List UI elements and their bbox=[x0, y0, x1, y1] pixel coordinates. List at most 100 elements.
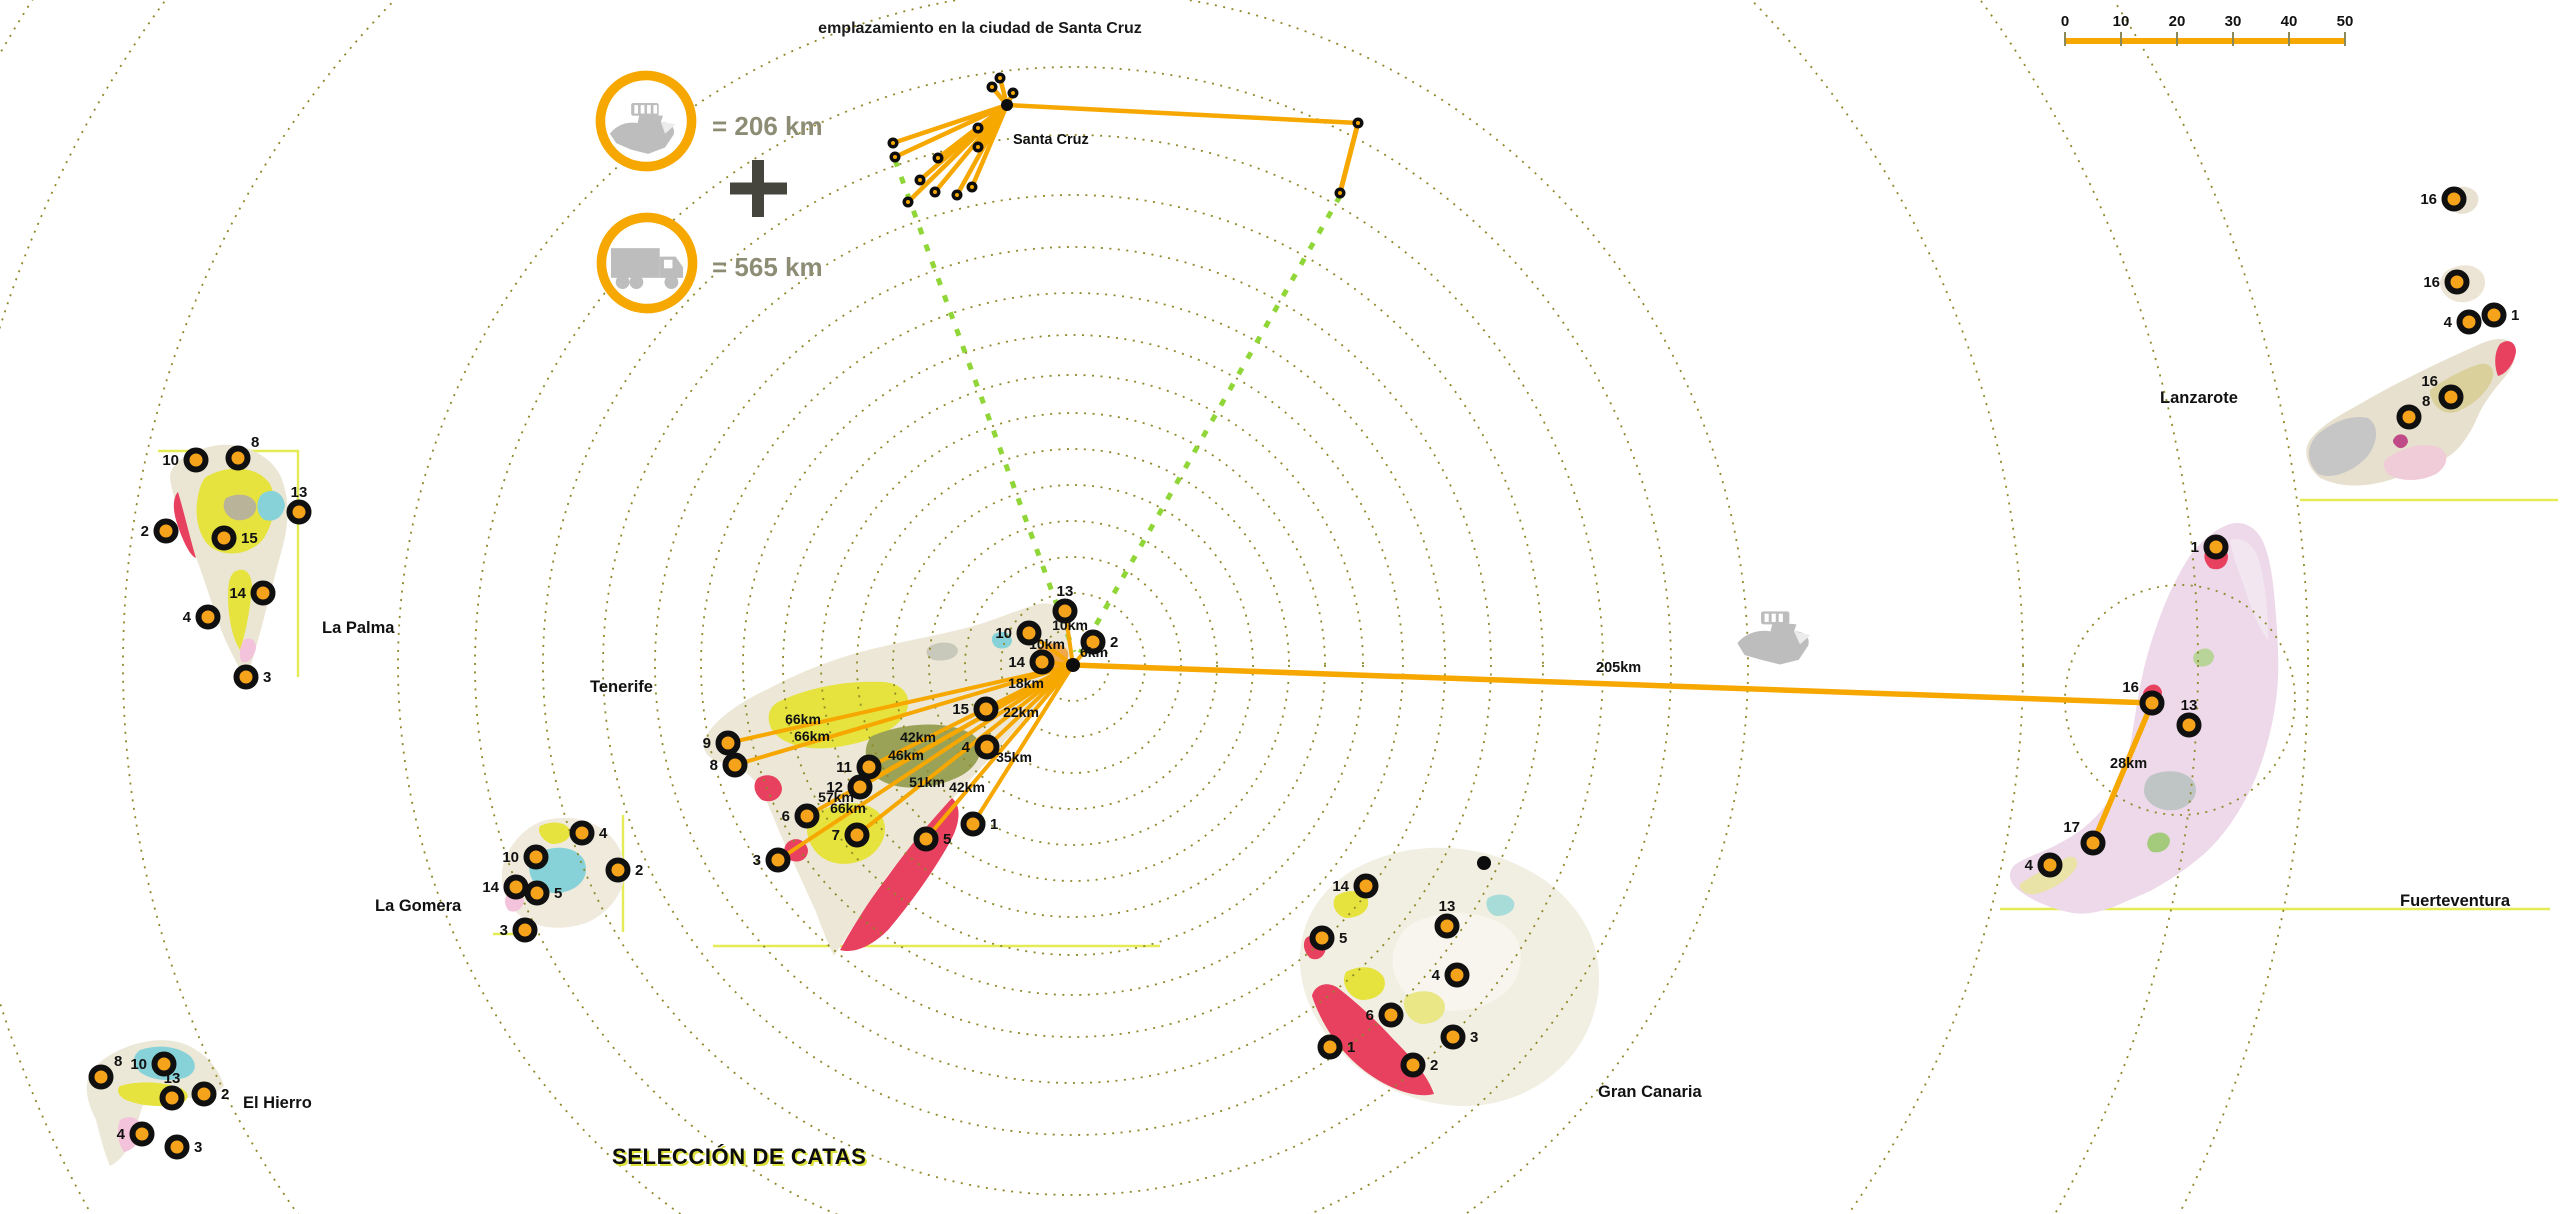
sample-point-lanzarote-16 bbox=[2444, 269, 2470, 295]
distance-ring bbox=[820, 412, 1326, 918]
sample-point-tenerife-14 bbox=[1029, 649, 1055, 675]
city-node-center bbox=[933, 190, 937, 194]
geology-patch bbox=[926, 642, 958, 661]
city-route-line bbox=[892, 102, 1008, 146]
geology-patch bbox=[754, 775, 782, 802]
sample-point-tenerife-8 bbox=[722, 752, 748, 778]
city-node-center bbox=[955, 193, 959, 197]
island-label-la_gomera: La Gomera bbox=[375, 897, 462, 915]
sample-point-tenerife-11 bbox=[856, 754, 882, 780]
sample-point-el_hierro-3 bbox=[164, 1134, 190, 1160]
map-reference-dot bbox=[1477, 856, 1491, 870]
truck-icon bbox=[594, 210, 700, 321]
distance-ring bbox=[856, 448, 1290, 882]
sample-point-gran_canaria-1 bbox=[1317, 1034, 1343, 1060]
distance-label: 46km bbox=[888, 747, 924, 763]
sample-point-number: 1 bbox=[990, 816, 998, 833]
route-spoke bbox=[776, 663, 1075, 862]
city-node-center bbox=[998, 76, 1002, 80]
city-hub-node bbox=[1001, 99, 1013, 111]
sample-point-la_palma-8 bbox=[225, 445, 251, 471]
map-reference-dot bbox=[1066, 658, 1080, 672]
distance-label: 66km bbox=[785, 711, 821, 727]
sample-point-number: 1 bbox=[2511, 307, 2519, 324]
page-title: SELECCIÓN DE CATAS bbox=[612, 1144, 867, 1169]
sample-point-number: 3 bbox=[263, 669, 271, 686]
sample-point-lanzarote-16 bbox=[2438, 384, 2464, 410]
sample-point-la_palma-4 bbox=[195, 604, 221, 630]
distance-label: 57km bbox=[818, 789, 854, 805]
city-node-center bbox=[976, 126, 980, 130]
island-label-gran_canaria: Gran Canaria bbox=[1598, 1083, 1702, 1101]
distance-ring bbox=[700, 292, 1446, 1038]
distance-label: 205km bbox=[1596, 660, 1641, 676]
city-node-center bbox=[893, 155, 897, 159]
distance-label: 10km bbox=[1052, 617, 1088, 633]
sample-point-number: 15 bbox=[952, 701, 969, 718]
sample-point-number: 10 bbox=[162, 452, 179, 469]
sample-point-number: 5 bbox=[554, 885, 562, 902]
distance-label: 6km bbox=[1080, 644, 1108, 660]
distance-ring bbox=[122, 0, 2024, 1214]
sample-point-la_gomera-3 bbox=[512, 917, 538, 943]
distance-label: 22km bbox=[1003, 704, 1039, 720]
sample-point-number: 8 bbox=[2422, 393, 2430, 410]
sample-point-number: 4 bbox=[2444, 314, 2453, 331]
sample-point-number: 4 bbox=[962, 739, 971, 756]
page-subtitle: emplazamiento en la ciudad de Santa Cruz bbox=[760, 20, 1200, 38]
sample-point-number: 3 bbox=[500, 922, 508, 939]
city-node-center bbox=[976, 145, 980, 149]
sample-point-number: 16 bbox=[2423, 274, 2440, 291]
sample-point-number: 4 bbox=[2025, 857, 2034, 874]
sample-point-la_palma-3 bbox=[233, 664, 259, 690]
geology-patch bbox=[228, 569, 252, 650]
sample-point-number: 17 bbox=[2063, 819, 2080, 836]
sample-point-number: 12 bbox=[826, 779, 843, 796]
city-node-center bbox=[970, 185, 974, 189]
sample-point-number: 4 bbox=[183, 609, 192, 626]
geology-patch bbox=[2495, 341, 2516, 376]
distance-ring bbox=[0, 0, 2199, 1214]
sample-point-number: 13 bbox=[1439, 898, 1456, 915]
scale-tick-label: 50 bbox=[2337, 13, 2354, 30]
geology-patch bbox=[223, 494, 257, 521]
sample-point-number: 15 bbox=[241, 530, 258, 547]
geology-patch bbox=[2230, 539, 2268, 640]
sample-point-number: 16 bbox=[2122, 679, 2139, 696]
sample-point-el_hierro-2 bbox=[191, 1081, 217, 1107]
distance-ring bbox=[602, 194, 1544, 1136]
sample-point-lanzarote-16 bbox=[2441, 186, 2467, 212]
city-node-center bbox=[990, 85, 994, 89]
sample-point-number: 8 bbox=[710, 757, 718, 774]
city-node-center bbox=[1011, 91, 1015, 95]
sample-point-number: 10 bbox=[130, 1056, 147, 1073]
sample-point-number: 10 bbox=[995, 625, 1012, 642]
scale-tick-label: 10 bbox=[2113, 13, 2130, 30]
sample-point-lanzarote-4 bbox=[2456, 309, 2482, 335]
sample-point-el_hierro-13 bbox=[159, 1085, 185, 1111]
sample-point-tenerife-6 bbox=[794, 803, 820, 829]
ferry-icon bbox=[1737, 611, 1811, 665]
geology-patch bbox=[538, 822, 571, 844]
sample-point-el_hierro-10 bbox=[151, 1051, 177, 1077]
sample-point-number: 14 bbox=[1008, 654, 1025, 671]
sample-point-lanzarote-1 bbox=[2481, 302, 2507, 328]
island-la_palma bbox=[170, 444, 288, 682]
city-node-center bbox=[891, 141, 895, 145]
sample-point-tenerife-5 bbox=[913, 826, 939, 852]
route-spoke bbox=[855, 663, 1075, 837]
ferry-distance-label: = 206 km bbox=[712, 111, 823, 141]
sample-point-number: 2 bbox=[141, 523, 149, 540]
sample-point-tenerife-2 bbox=[1080, 629, 1106, 655]
sample-point-fuerteventura-13 bbox=[2176, 712, 2202, 738]
sample-point-tenerife-9 bbox=[715, 730, 741, 756]
sample-point-number: 8 bbox=[251, 434, 259, 451]
geology-patch bbox=[2393, 434, 2408, 449]
route-spoke bbox=[868, 663, 1074, 769]
sample-point-number: 7 bbox=[832, 827, 840, 844]
geology-patch bbox=[173, 492, 196, 558]
subtitle-prefix: emplazamiento en la ciudad de bbox=[818, 20, 1059, 37]
route-spoke bbox=[924, 663, 1075, 841]
